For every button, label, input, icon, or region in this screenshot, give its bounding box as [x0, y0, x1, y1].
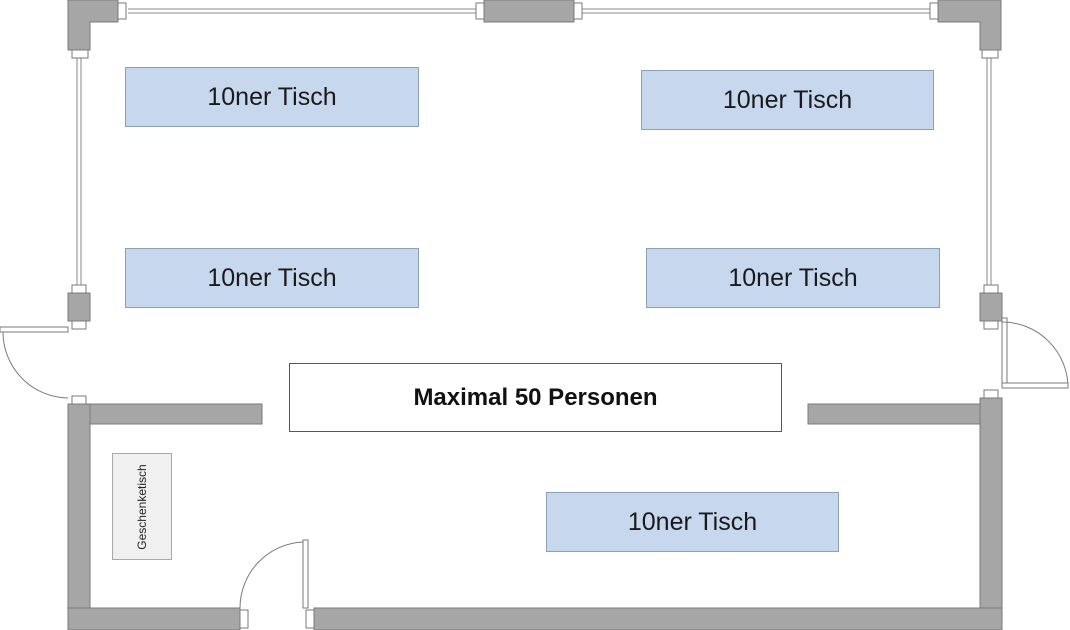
gift-table-label: Geschenketisch: [135, 463, 149, 550]
gift-table: Geschenketisch: [112, 453, 172, 560]
table-3: 10ner Tisch: [125, 248, 419, 308]
table-label: 10ner Tisch: [627, 507, 758, 536]
table-1: 10ner Tisch: [125, 67, 419, 127]
table-5: 10ner Tisch: [546, 492, 839, 552]
walls: [67, 389, 1003, 630]
glass-walls: [76, 8, 992, 285]
table-label: 10ner Tisch: [207, 263, 337, 292]
table-label: 10ner Tisch: [722, 85, 853, 114]
table-label: 10ner Tisch: [728, 263, 858, 292]
table-label: 10ner Tisch: [207, 82, 337, 111]
doors: [0, 317, 1069, 609]
table-4: 10ner Tisch: [646, 248, 940, 308]
capacity-text: Maximal 50 Personen: [413, 383, 658, 411]
capacity-banner: Maximal 50 Personen: [289, 363, 782, 432]
corner-pillars: [67, 0, 1003, 330]
table-2: 10ner Tisch: [641, 70, 934, 130]
